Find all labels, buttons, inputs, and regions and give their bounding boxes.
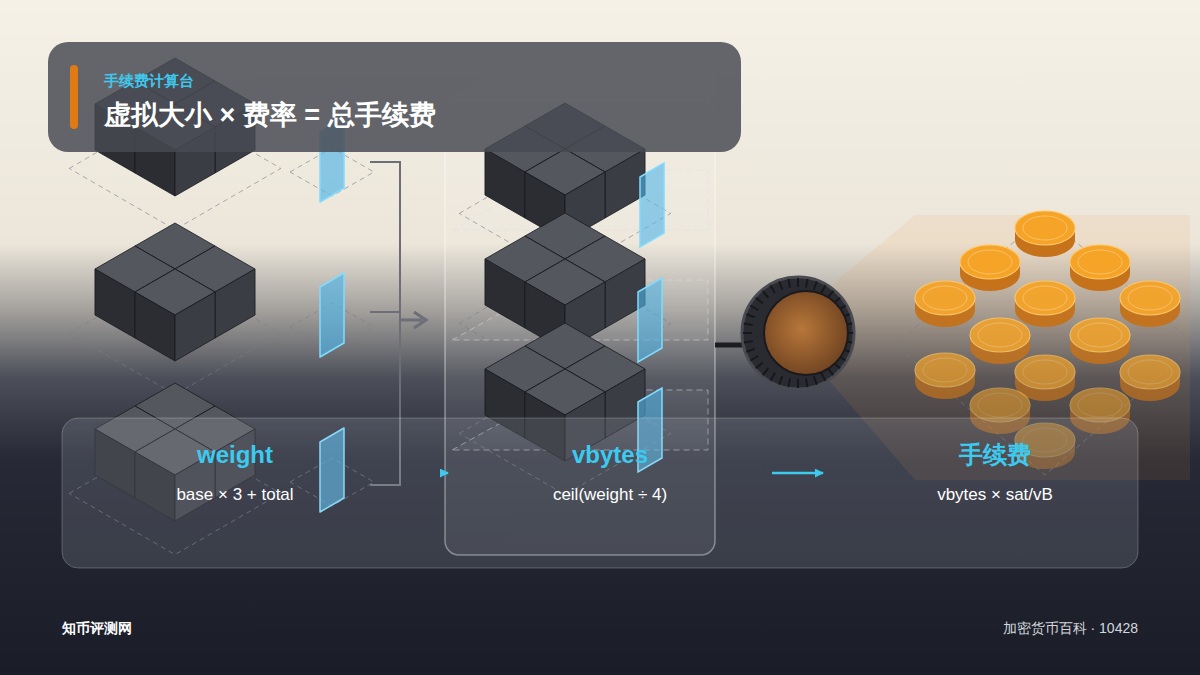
knob-ridge: [756, 298, 763, 304]
coin: [970, 318, 1030, 364]
cube-left: [485, 259, 525, 328]
formula-step: weight base × 3 + total: [28, 428, 442, 518]
coin-rim: [1078, 323, 1122, 347]
dial-knob: [742, 277, 854, 389]
coin-top: [960, 245, 1020, 279]
flow-arrow: [772, 472, 823, 475]
knob-ring: [742, 277, 854, 389]
coin-top: [1070, 318, 1130, 352]
knob-ridge: [771, 285, 776, 293]
step-name: vbytes: [450, 440, 770, 470]
coin-top: [1070, 245, 1130, 279]
coin-rim: [923, 358, 967, 382]
coin-top: [970, 318, 1030, 352]
knob-ridge: [779, 281, 782, 289]
flow-arrow: [444, 472, 448, 475]
knob-ridge: [750, 356, 758, 361]
series-number: 加密货币百科 · 10428: [1003, 620, 1138, 638]
coin-top: [1015, 211, 1075, 245]
coin-top: [1120, 281, 1180, 315]
knob-ridge: [746, 314, 754, 317]
coin-rim: [978, 323, 1022, 347]
coin: [1070, 318, 1130, 364]
coin: [1120, 281, 1180, 327]
coin: [1015, 211, 1075, 257]
coin: [915, 353, 975, 399]
knob-ridge: [750, 306, 758, 311]
coin-rim: [1078, 393, 1122, 417]
formula-step: vbytes ceil(weight ÷ 4): [450, 428, 770, 518]
cube-right: [215, 269, 255, 338]
coin-rim: [1128, 360, 1172, 384]
knob-ridge: [788, 378, 790, 387]
site-name: 知币评测网: [62, 620, 132, 638]
knob-ridge: [756, 363, 763, 369]
knob-ridge: [743, 332, 752, 334]
step-name: 手续费: [825, 440, 1165, 470]
glass-slab: [640, 163, 664, 247]
glass-slab: [320, 273, 344, 357]
accent-bar: [70, 65, 78, 129]
knob-ridge: [814, 281, 817, 289]
knob-ridge: [788, 279, 790, 288]
coin-rim: [1023, 216, 1067, 240]
knob-ridge: [771, 373, 776, 381]
merge-arrow: [400, 312, 426, 328]
formula-step: 手续费 vbytes × sat/vB: [825, 428, 1165, 518]
cube-left: [95, 269, 135, 338]
coin: [1070, 245, 1130, 291]
knob-ridge: [763, 291, 769, 298]
coin-rim: [1023, 286, 1067, 310]
knob-ridge: [814, 376, 817, 384]
coin: [960, 245, 1020, 291]
panel-heading: 虚拟大小 × 费率 = 总手续费: [104, 97, 711, 133]
coin-top: [1015, 355, 1075, 389]
coin-top: [915, 281, 975, 315]
knob-ridge: [744, 323, 753, 325]
cube-right: [605, 149, 645, 218]
cube-right: [175, 292, 215, 361]
coin: [1120, 355, 1180, 401]
knob-ridge: [797, 379, 799, 388]
coin-rim: [1023, 360, 1067, 384]
coin-rim: [968, 250, 1012, 274]
coin: [1015, 281, 1075, 327]
cube-left: [135, 292, 175, 361]
coin-top: [970, 388, 1030, 422]
coin-rim: [978, 393, 1022, 417]
coin-top: [1015, 281, 1075, 315]
coin: [915, 281, 975, 327]
step-name: weight: [28, 440, 442, 470]
coin-rim: [1078, 250, 1122, 274]
coin-top: [1120, 355, 1180, 389]
knob-face: [764, 291, 848, 375]
step-formula: base × 3 + total: [28, 484, 442, 506]
knob-ridge: [763, 368, 769, 375]
glass-slab: [638, 278, 662, 362]
coin-top: [915, 353, 975, 387]
knob-ridge: [806, 279, 808, 288]
coin-top: [1070, 388, 1130, 422]
knob-ridge: [744, 341, 753, 343]
coin-rim: [923, 286, 967, 310]
knob-ridge: [797, 278, 799, 287]
knob-ridge: [821, 285, 826, 293]
step-formula: ceil(weight ÷ 4): [450, 484, 770, 506]
step-formula: vbytes × sat/vB: [825, 484, 1165, 506]
cube-left: [485, 149, 525, 218]
knob-ridge: [806, 378, 808, 387]
knob-ridge: [821, 373, 826, 381]
header-panel: 手续费计算台虚拟大小 × 费率 = 总手续费: [48, 42, 741, 152]
knob-ridge: [779, 376, 782, 384]
knob-ridge: [746, 349, 754, 352]
panel-kicker: 手续费计算台: [104, 71, 711, 91]
coin-rim: [1128, 286, 1172, 310]
